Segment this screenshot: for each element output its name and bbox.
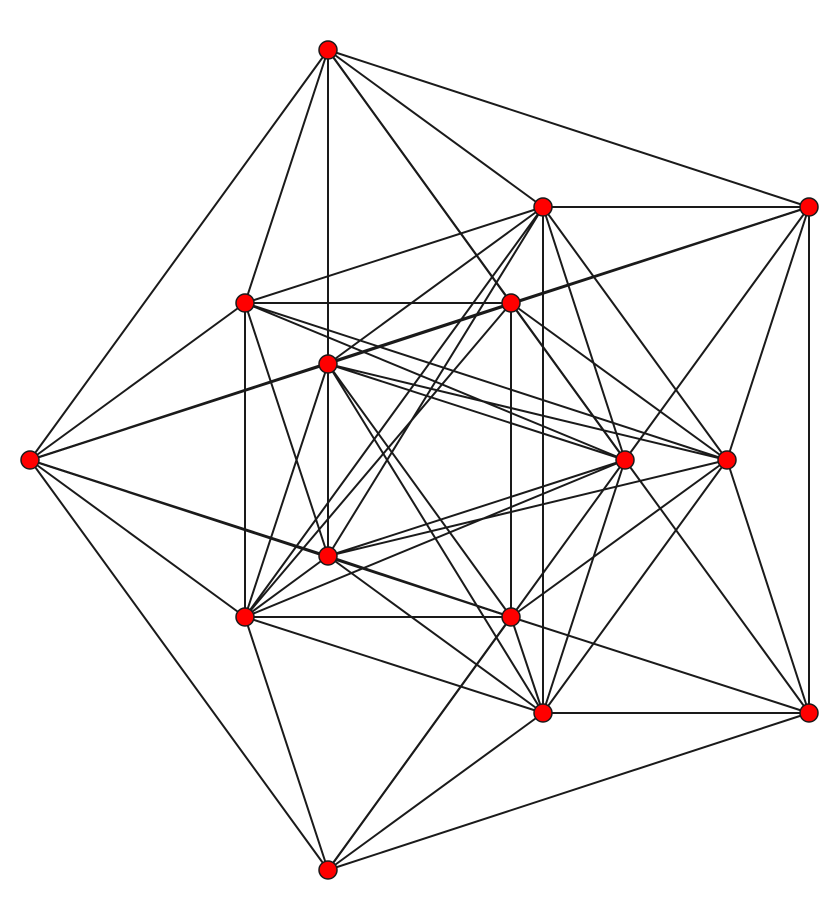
graph-edge [244,616,544,714]
graph-edge [327,459,626,557]
graph-edge [327,712,544,871]
vertex-layer [20,40,819,880]
graph-vertex [615,450,635,470]
graph-vertex [318,40,338,60]
graph-edge [542,206,728,461]
graph-edge [510,616,810,714]
graph-edge [29,363,329,461]
graph-edge [244,49,329,304]
graph-edge [244,302,626,461]
graph-vertex [717,450,737,470]
graph-edge [327,206,544,365]
graph-edge [244,302,329,557]
graph-edge [327,363,728,461]
graph-edge [244,302,512,618]
graph-edge [327,363,512,618]
graph-vertex [318,354,338,374]
graph-vertex [20,450,40,470]
graph-edge [726,206,810,461]
graph-edge [244,555,329,618]
graph-vertex [501,607,521,627]
graph-vertex [501,293,521,313]
graph-edge [244,363,329,618]
graph-edge [510,459,728,618]
graph-edge [327,555,544,714]
graph-edge [510,302,626,461]
graph-edge [29,459,329,871]
graph-edge [327,459,728,557]
graph-edge [510,302,728,461]
graph-edge [624,206,810,461]
graph-edge [29,49,329,461]
graph-edge [510,616,544,714]
graph-edge [327,555,512,618]
graph-edge [29,302,246,461]
graph-edge [327,363,626,461]
graph-vertex [533,703,553,723]
graph-edge [726,459,810,714]
graph-vertex [799,197,819,217]
graph-vertex [318,546,338,566]
graph-edge [244,616,329,871]
graph-edge [244,206,544,618]
graph-vertex [318,860,338,880]
edge-layer [29,49,810,871]
graph-vertex [533,197,553,217]
graph-edge [624,459,810,714]
graph-edge [542,459,626,714]
graph-vertex [235,293,255,313]
graph-edge [244,302,728,461]
graph-edge [542,459,728,714]
graph-edge [542,206,626,461]
graph-edge [327,49,544,208]
graph-vertex [799,703,819,723]
graph-edge [244,206,544,304]
graph-edge [327,712,810,871]
graph-edge [327,49,810,208]
graph-vertex [235,607,255,627]
graph-edge [29,459,246,618]
graph-edge [244,459,626,618]
graph-edge [327,616,512,871]
